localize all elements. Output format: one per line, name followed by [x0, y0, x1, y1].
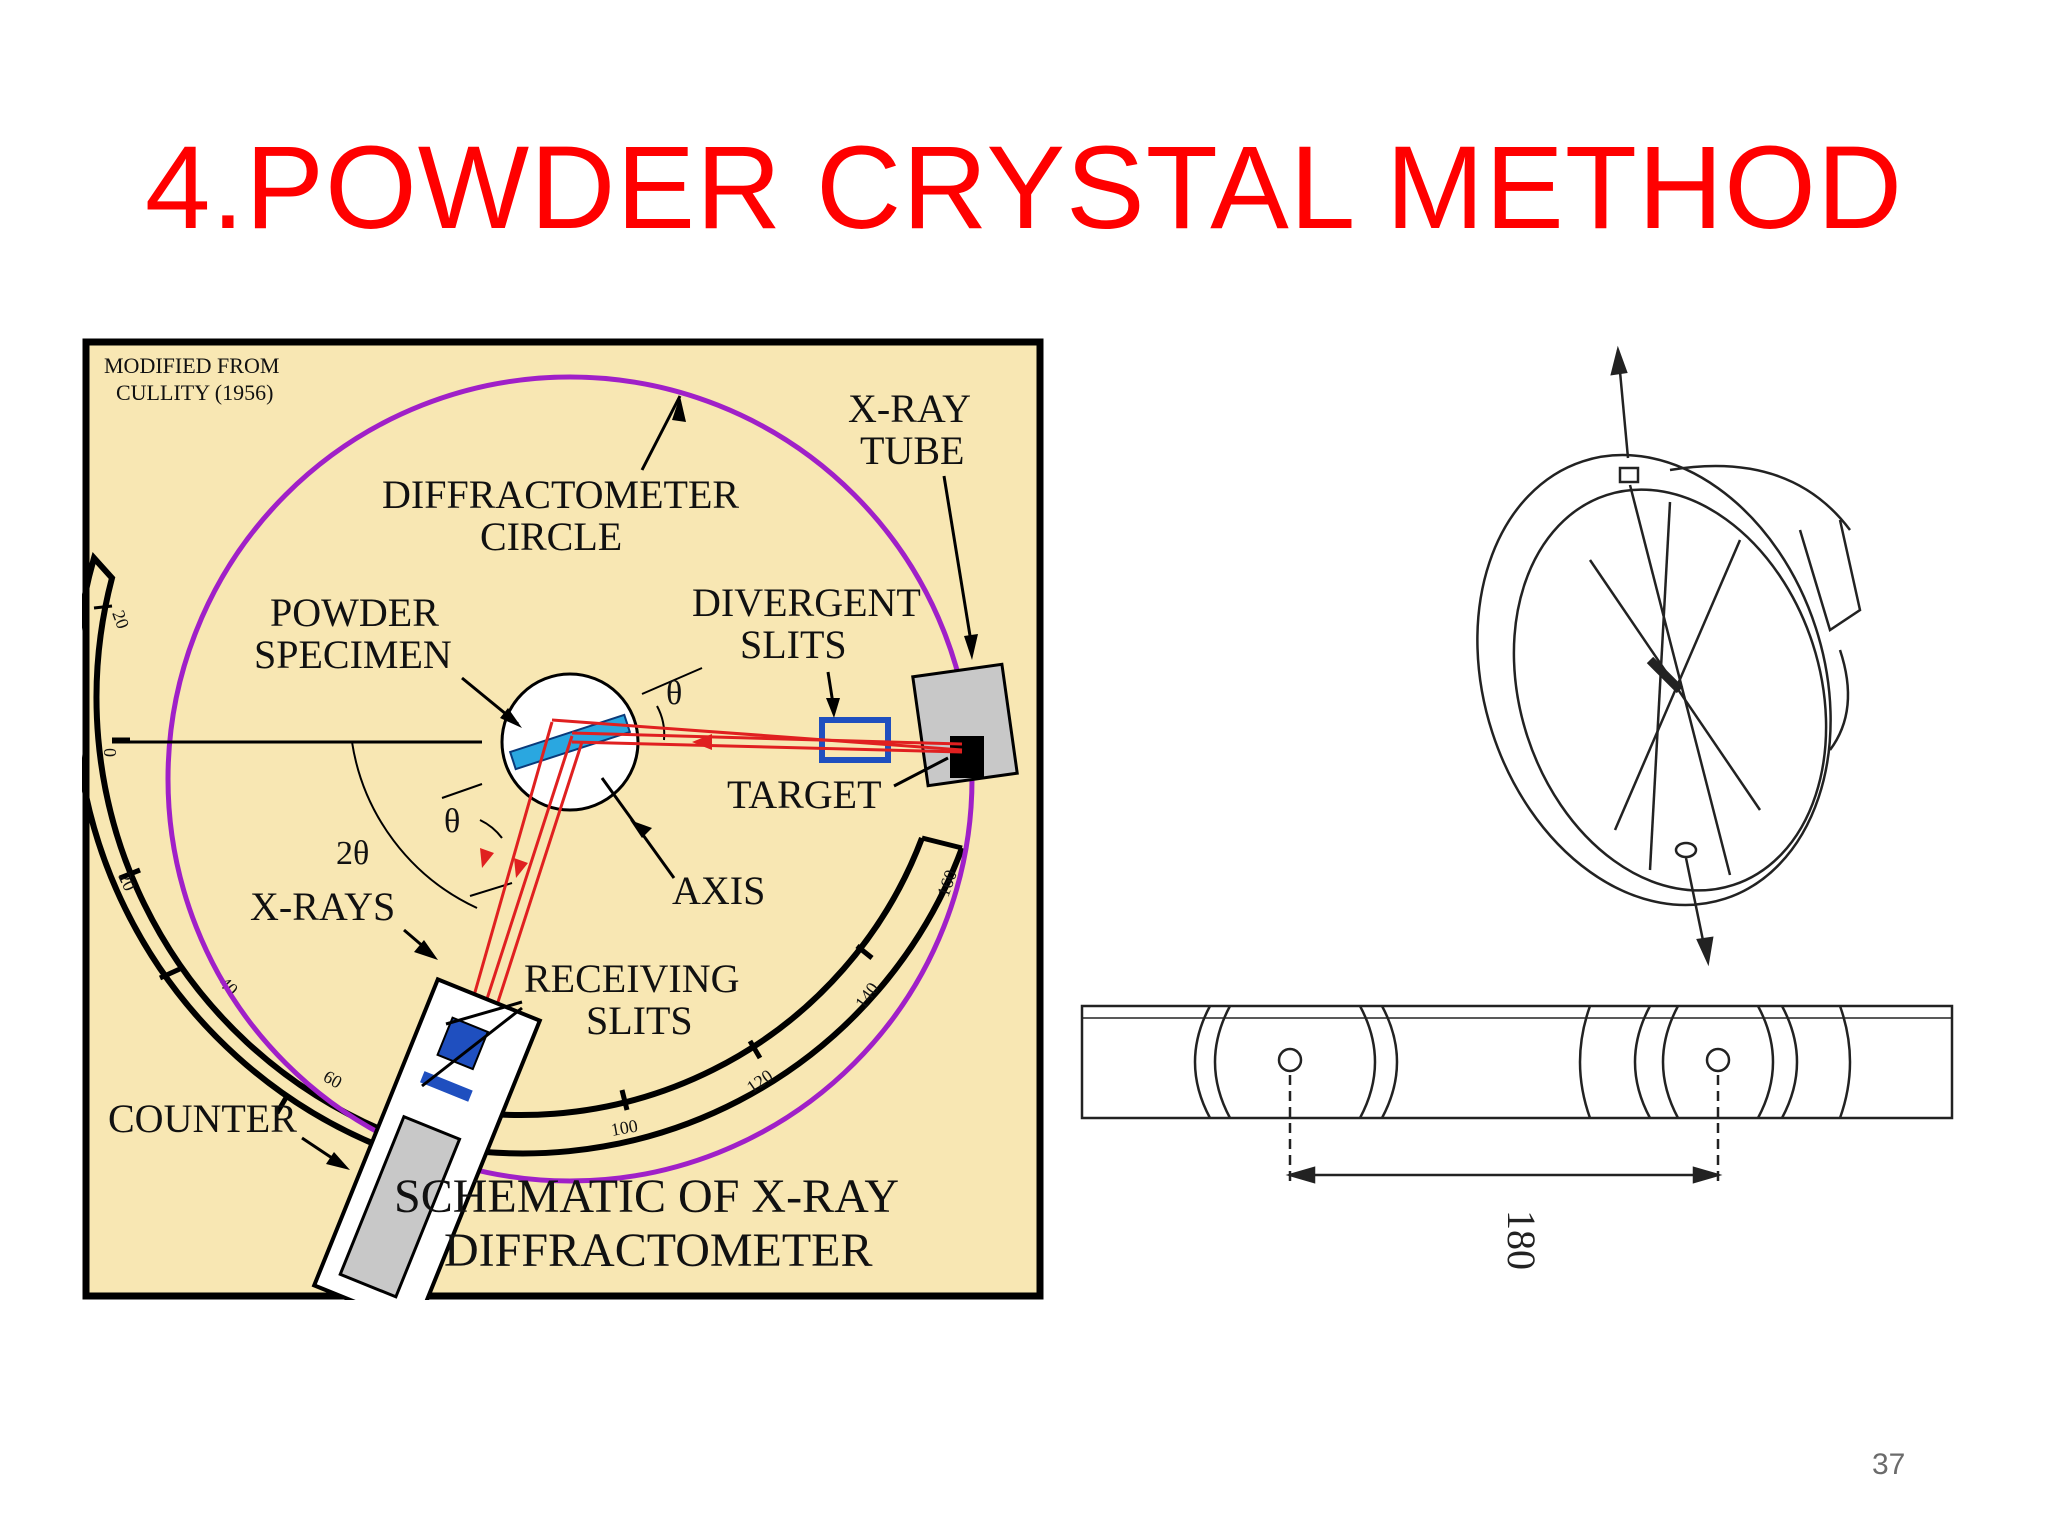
incident-beam	[571, 731, 963, 746]
theta-label-diffracted: θ	[444, 803, 460, 840]
caption-line-1: SCHEMATIC OF X-RAY	[394, 1170, 899, 1223]
caption-line-2: DIFFRACTOMETER	[444, 1224, 873, 1277]
scale-mark-0: 0	[100, 748, 120, 757]
powder-specimen-label-2: SPECIMEN	[254, 632, 452, 677]
powder-camera-drawing: 180	[1080, 345, 1954, 1270]
counter-label: COUNTER	[108, 1096, 297, 1141]
diffractometer-circle-label-2: CIRCLE	[480, 514, 622, 559]
diffractometer-circle-label-1: DIFFRACTOMETER	[382, 472, 739, 517]
credit-line-2: CULLITY (1956)	[116, 380, 273, 405]
diagram-frame	[82, 338, 1044, 1300]
divergent-slits-label-1: DIVERGENT	[692, 580, 921, 625]
diffractometer-schematic: MODIFIED FROM CULLITY (1956) 20 0 20 40 …	[82, 338, 1044, 1300]
scale-mark-20-top: 20	[108, 608, 133, 632]
slide-title: 4.POWDER CRYSTAL METHOD	[144, 122, 1904, 254]
target	[950, 736, 984, 778]
camera-drum	[1476, 453, 1832, 907]
two-theta-label: 2θ	[336, 835, 369, 872]
divergent-slits-label-2: SLITS	[740, 622, 847, 667]
credit-line-1: MODIFIED FROM	[104, 353, 279, 378]
film-strip	[1080, 1004, 1954, 1120]
xray-tube	[911, 662, 1019, 788]
angle-scale-outer-arc	[403, 846, 965, 1157]
beam-entrance	[1618, 466, 1640, 484]
scale-mark-100: 100	[609, 1116, 639, 1140]
xray-tube-label-1: X-RAY	[848, 386, 971, 431]
beam-exit	[1674, 841, 1698, 859]
page-number: 37	[1872, 1448, 1906, 1481]
xray-tube-label-2: TUBE	[860, 428, 964, 473]
xrays-label: X-RAYS	[250, 884, 395, 929]
axis-label: AXIS	[672, 868, 765, 913]
film-angle-label: 180	[1499, 1210, 1544, 1270]
film-entry-hole	[1277, 1047, 1303, 1073]
film-exit-hole	[1705, 1047, 1731, 1073]
receiving-slits-label-2: SLITS	[586, 998, 693, 1043]
receiving-slits-label-1: RECEIVING	[524, 956, 740, 1001]
theta-label-incident: θ	[666, 675, 682, 712]
powder-specimen-label-1: POWDER	[270, 590, 439, 635]
specimen-rod	[1646, 656, 1684, 694]
target-label: TARGET	[727, 772, 882, 817]
counter	[338, 1114, 462, 1299]
